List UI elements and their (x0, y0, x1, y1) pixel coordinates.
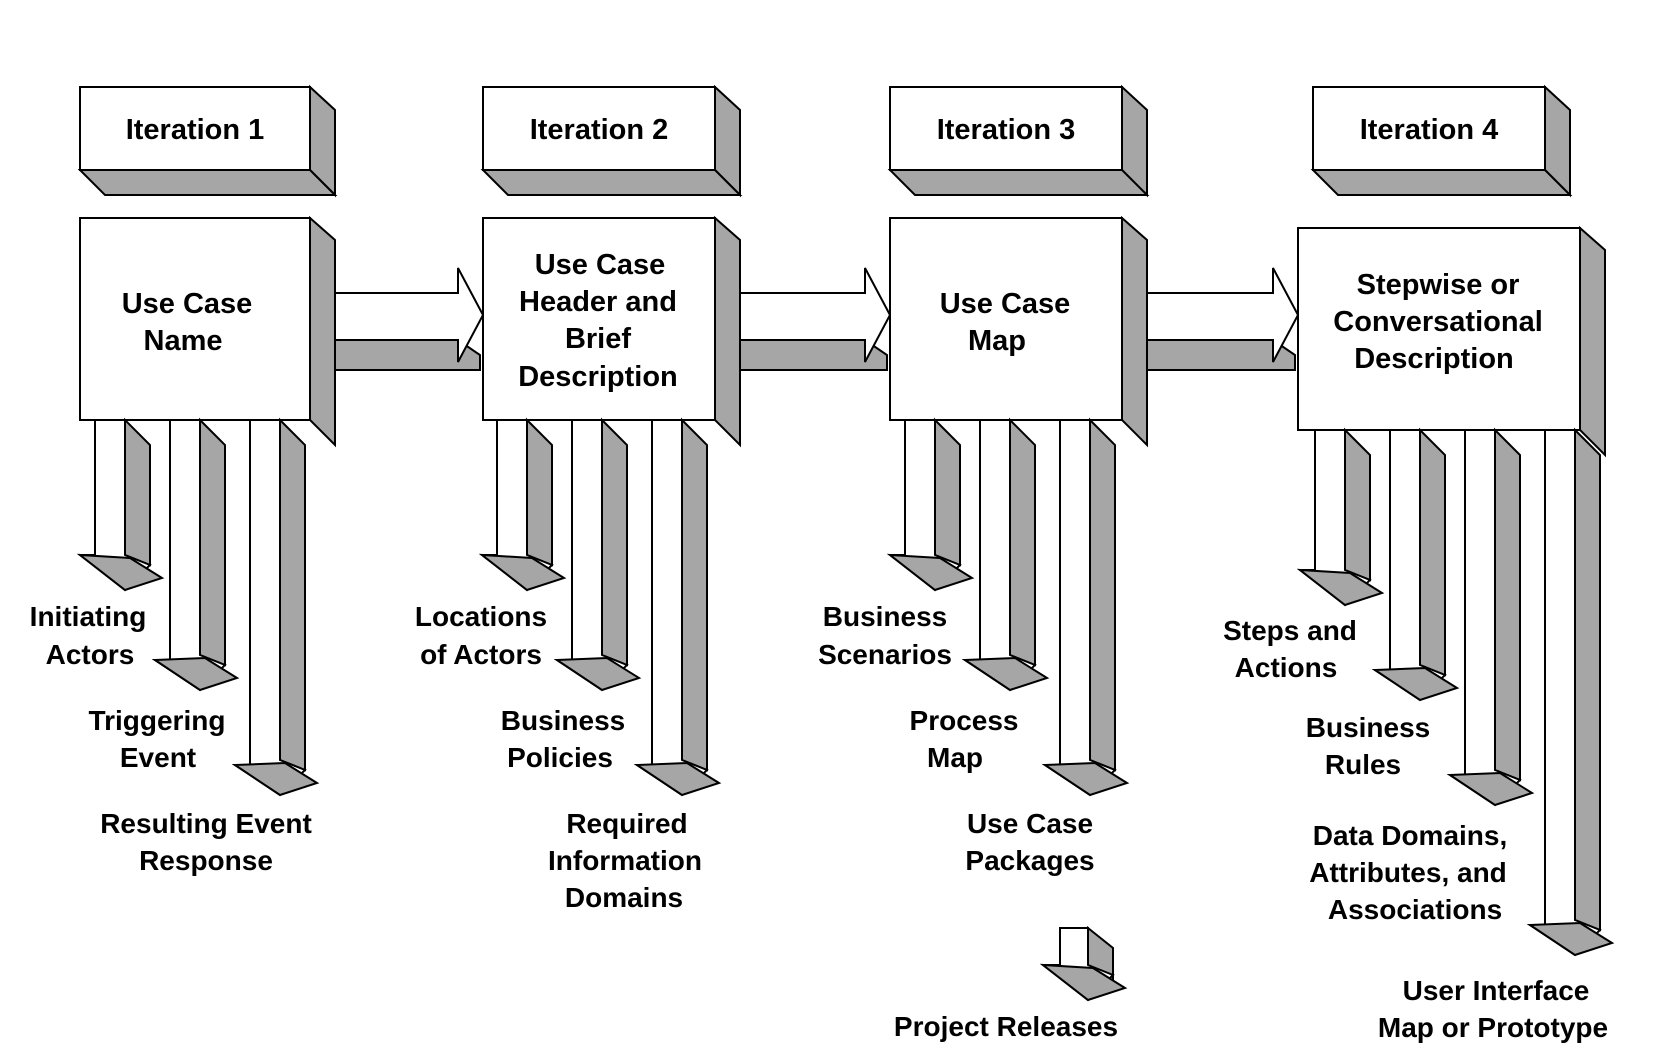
iteration-1-box-line-2: Name (144, 325, 223, 357)
svg-text:Required: Required (566, 808, 687, 839)
iteration-4-output-arrow-4 (1526, 427, 1615, 957)
iteration-4-header: Iteration 4 (1310, 84, 1573, 198)
iteration-2-output-label-1: Locations of Actors (415, 601, 547, 670)
svg-text:Steps and: Steps and (1223, 615, 1357, 646)
svg-text:Initiating: Initiating (30, 601, 147, 632)
svg-text:Process: Process (910, 705, 1019, 736)
iteration-2-output-arrow-3 (633, 417, 722, 797)
iteration-3-output-arrow-1 (886, 417, 975, 592)
iteration-4-output-label-2: Business Rules (1306, 712, 1431, 780)
svg-text:Packages: Packages (965, 845, 1094, 876)
svg-text:Attributes, and: Attributes, and (1309, 857, 1507, 888)
iteration-2-output-arrow-1 (478, 417, 567, 592)
svg-text:of Actors: of Actors (420, 639, 542, 670)
iteration-2-box-line-1: Use Case (535, 249, 666, 281)
iteration-2-output-label-2: Business Policies (501, 705, 626, 773)
svg-text:Event: Event (120, 742, 196, 773)
iteration-2-box-line-3: Brief (565, 323, 631, 355)
svg-text:Rules: Rules (1325, 749, 1401, 780)
iteration-1-header: Iteration 1 (77, 84, 338, 198)
svg-text:Locations: Locations (415, 601, 547, 632)
iteration-4-output-label-4: User Interface Map or Prototype (1378, 975, 1608, 1043)
iteration-2-box-line-4: Description (518, 361, 678, 393)
iteration-4-output-arrow-1 (1296, 427, 1385, 607)
svg-text:Business: Business (501, 705, 626, 736)
iteration-3-release-arrow (1039, 925, 1128, 1002)
iteration-1-output-arrow-3 (231, 417, 320, 797)
iteration-2-header-label: Iteration 2 (530, 114, 669, 146)
iteration-4-box-line-1: Stepwise or (1357, 269, 1520, 301)
svg-text:Map or Prototype: Map or Prototype (1378, 1012, 1608, 1043)
iteration-3-box-line-1: Use Case (940, 288, 1071, 320)
iteration-4-output-arrow-3 (1446, 427, 1535, 807)
iteration-4-output-arrow-2 (1371, 427, 1460, 702)
svg-text:Resulting Event: Resulting Event (100, 808, 312, 839)
svg-text:Policies: Policies (507, 742, 613, 773)
iteration-1-output-label-2: Triggering Event (89, 705, 226, 773)
iteration-3-output-label-1: Business Scenarios (818, 601, 952, 670)
iteration-4-box-line-3: Description (1354, 343, 1514, 375)
iteration-3-output-label-3: Use Case Packages (965, 808, 1094, 876)
iteration-2-output-label-3: Required Information Domains (548, 808, 702, 913)
svg-text:Domains: Domains (565, 882, 683, 913)
svg-text:User Interface: User Interface (1403, 975, 1590, 1006)
iteration-3-header-label: Iteration 3 (937, 114, 1076, 146)
iteration-3-header: Iteration 3 (887, 84, 1150, 198)
svg-text:Business: Business (823, 601, 948, 632)
svg-text:Data Domains,: Data Domains, (1313, 820, 1508, 851)
flow-arrow-3-to-4 (1121, 267, 1300, 371)
iteration-1-output-arrow-1 (76, 417, 165, 592)
flow-arrow-2-to-3 (714, 267, 892, 371)
svg-text:Associations: Associations (1328, 894, 1502, 925)
svg-text:Triggering: Triggering (89, 705, 226, 736)
iteration-1-header-label: Iteration 1 (126, 114, 265, 146)
iteration-1-output-arrow-2 (151, 417, 240, 692)
svg-text:Project Releases: Project Releases (894, 1011, 1118, 1042)
iteration-3-output-arrow-3 (1041, 417, 1130, 797)
iteration-3-box: Use Case Map (889, 215, 1148, 448)
svg-text:Information: Information (548, 845, 702, 876)
iteration-3-release-label: Project Releases (894, 1011, 1118, 1042)
iteration-3-box-line-2: Map (968, 325, 1026, 357)
iteration-2-header: Iteration 2 (480, 84, 743, 198)
iteration-4-box-line-2: Conversational (1333, 306, 1543, 338)
iteration-1-output-label-1: Initiating Actors (30, 601, 147, 670)
svg-text:Actions: Actions (1235, 652, 1338, 683)
iteration-1-box-line-1: Use Case (122, 288, 253, 320)
iteration-1-output-label-3: Resulting Event Response (100, 808, 312, 876)
svg-text:Use Case: Use Case (967, 808, 1093, 839)
iteration-4-output-label-3: Data Domains, Attributes, and Associatio… (1309, 820, 1507, 925)
iteration-4-output-label-1: Steps and Actions (1223, 615, 1357, 683)
iteration-2-box-line-2: Header and (519, 286, 677, 318)
svg-text:Response: Response (139, 845, 273, 876)
svg-text:Actors: Actors (46, 639, 135, 670)
iteration-4-header-label: Iteration 4 (1360, 114, 1499, 146)
svg-text:Scenarios: Scenarios (818, 639, 952, 670)
iteration-2-box: Use Case Header and Brief Description (482, 215, 741, 448)
svg-text:Map: Map (927, 742, 983, 773)
svg-text:Business: Business (1306, 712, 1431, 743)
iteration-4-box: Stepwise or Conversational Description (1297, 225, 1606, 458)
iteration-3-output-arrow-2 (961, 417, 1050, 692)
iteration-2-output-arrow-2 (553, 417, 642, 692)
iteration-1-box: Use Case Name (79, 215, 336, 448)
iteration-3-output-label-2: Process Map (910, 705, 1019, 773)
